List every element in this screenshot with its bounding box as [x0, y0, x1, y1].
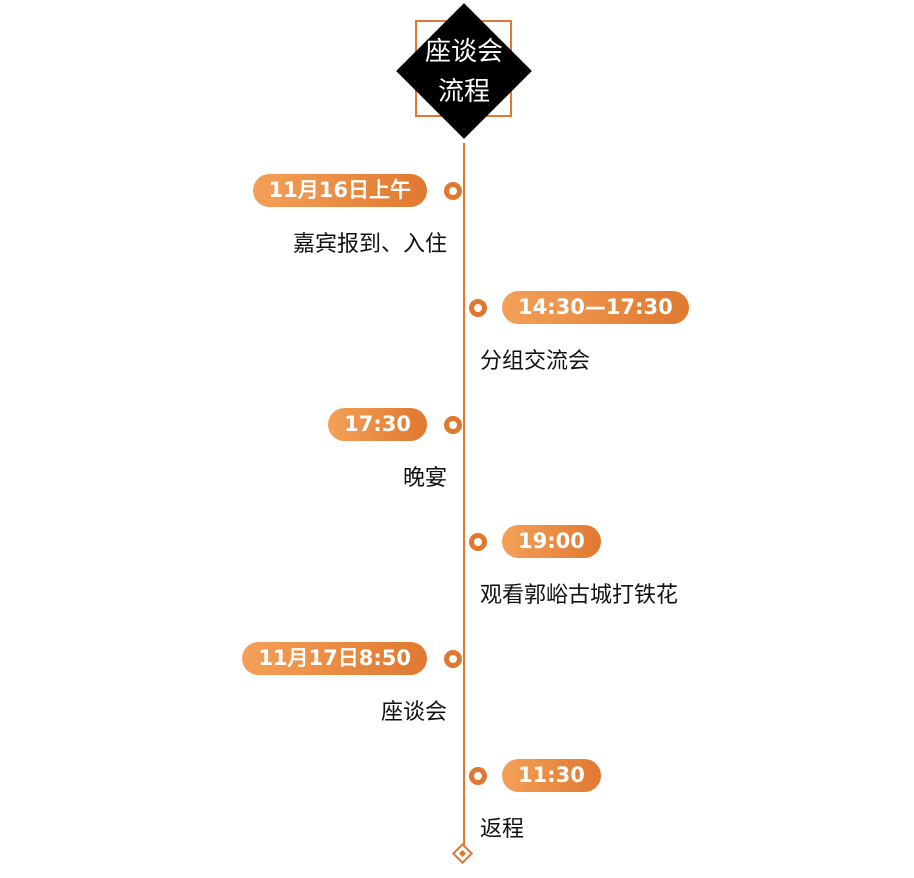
time-pill: 11月17日8:50 [242, 642, 427, 675]
timeline-end-diamond-icon [451, 842, 474, 865]
timeline-dot-icon [469, 533, 487, 551]
event-desc: 嘉宾报到、入住 [292, 232, 447, 257]
event-desc: 晚宴 [402, 466, 447, 491]
time-pill: 14:30—17:30 [502, 291, 689, 324]
timeline-dot-icon [444, 182, 462, 200]
timeline-dot-icon [469, 299, 487, 317]
event-desc: 座谈会 [380, 700, 447, 725]
event-desc: 分组交流会 [480, 349, 591, 374]
time-pill: 17:30 [328, 408, 427, 441]
timeline-line [463, 143, 465, 846]
event-desc: 返程 [480, 817, 525, 842]
event-desc: 观看郭峪古城打铁花 [480, 583, 679, 608]
title-line-2: 流程 [437, 77, 490, 107]
timeline-dot-icon [469, 767, 487, 785]
time-pill: 11:30 [502, 759, 601, 792]
time-pill: 11月16日上午 [252, 174, 427, 207]
title-line-1: 座谈会 [424, 37, 503, 67]
time-pill: 19:00 [502, 525, 601, 558]
timeline-dot-icon [444, 650, 462, 668]
timeline-dot-icon [444, 416, 462, 434]
diagram-title: 座谈会流程 [405, 32, 523, 112]
